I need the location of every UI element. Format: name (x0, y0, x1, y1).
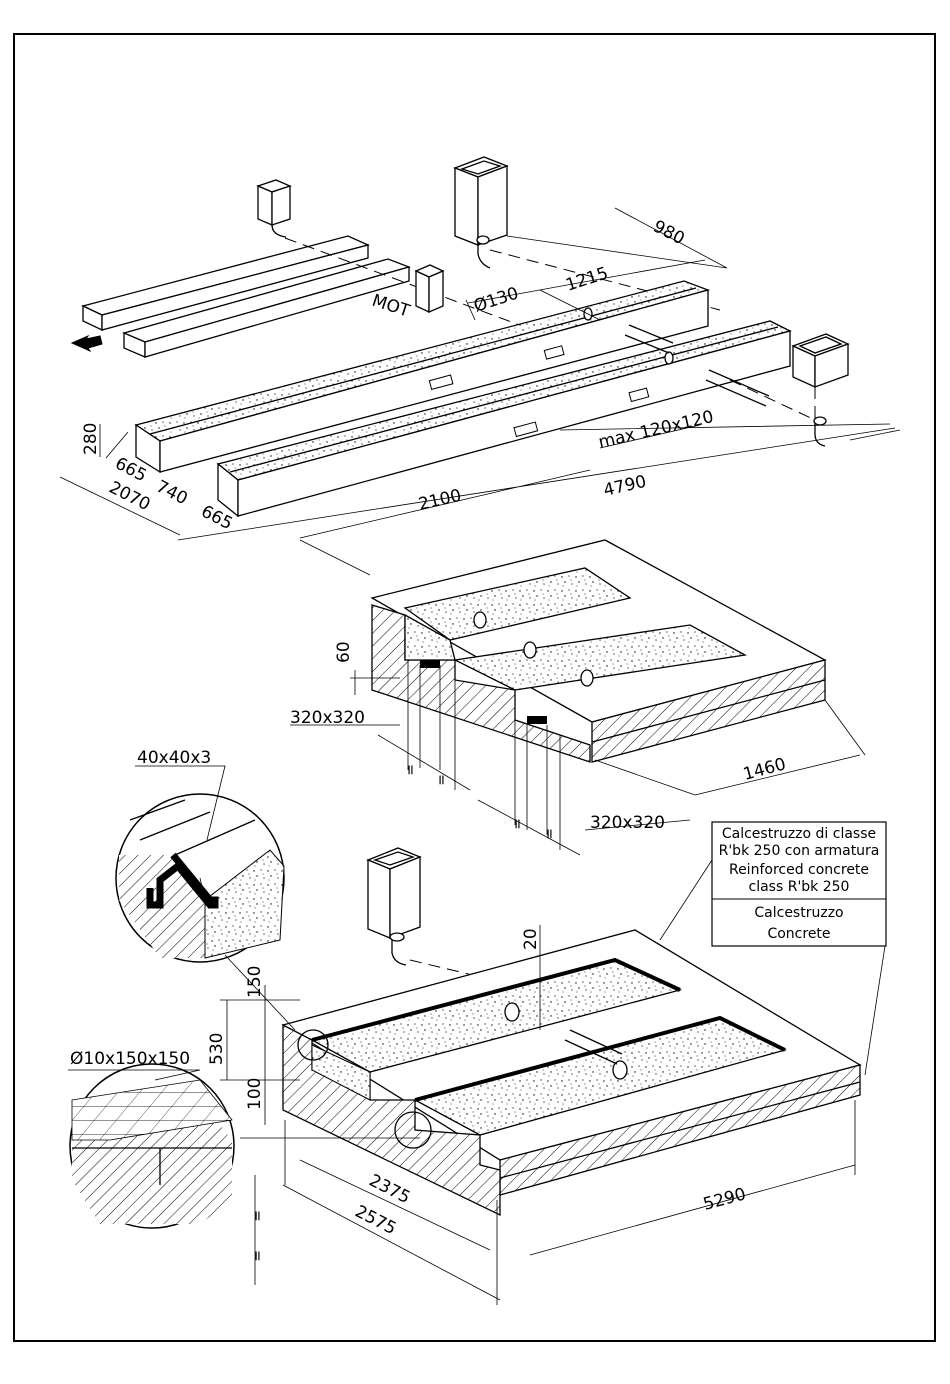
dim-2575: 2575 (352, 1202, 400, 1239)
dim-20: 20 (521, 928, 541, 950)
drain-tower-top (455, 157, 507, 268)
dim-d130: Ø130 (471, 284, 521, 317)
equal-mark-3: = (509, 818, 525, 830)
equal-mark-4: = (541, 828, 557, 840)
dim-280: 280 (81, 423, 101, 455)
dim-530: 530 (207, 1033, 227, 1065)
drain-box-small (258, 180, 290, 237)
legend-line-1: Calcestruzzo di classe (722, 826, 876, 842)
dim-320-b: 320x320 (590, 813, 665, 833)
dim-100: 100 (245, 1078, 265, 1110)
angle-detail (116, 794, 284, 962)
angle-label: 40x40x3 (137, 748, 211, 768)
equal-mark-6: = (249, 1250, 265, 1262)
legend-line-4: class R'bk 250 (749, 879, 850, 895)
legend-line-3: Reinforced concrete (729, 862, 869, 878)
drain-tower-right (793, 334, 848, 446)
direction-arrow-icon (72, 336, 102, 351)
top-isometric-view: MOT (60, 157, 900, 575)
dim-2070: 2070 (106, 478, 154, 515)
material-legend: Calcestruzzo di classe R'bk 250 con arma… (712, 822, 886, 946)
legend-line-5: Calcestruzzo (754, 905, 843, 921)
mesh-label: Ø10x150x150 (70, 1049, 190, 1069)
dim-2100: 2100 (417, 486, 464, 515)
dim-60: 60 (334, 641, 354, 663)
equal-mark-1: = (402, 764, 418, 776)
equal-mark-2: = (433, 774, 449, 786)
legend-line-2: R'bk 250 con armatura (719, 843, 880, 859)
mot-label: MOT (369, 291, 412, 322)
dim-1460: 1460 (741, 754, 788, 785)
middle-section-view: 60 320x320 320x320 1460 = = = = (290, 540, 865, 855)
dim-740: 740 (153, 477, 191, 510)
dim-150: 150 (245, 966, 265, 998)
dim-5290: 5290 (701, 1184, 748, 1215)
dim-4790: 4790 (602, 472, 649, 501)
dim-1215: 1215 (563, 263, 610, 295)
legend-line-6: Concrete (767, 926, 830, 942)
equal-mark-5: = (249, 1210, 265, 1222)
drain-tower-bottom (368, 848, 420, 965)
dim-320-a: 320x320 (290, 708, 365, 728)
motor-box (416, 265, 443, 312)
